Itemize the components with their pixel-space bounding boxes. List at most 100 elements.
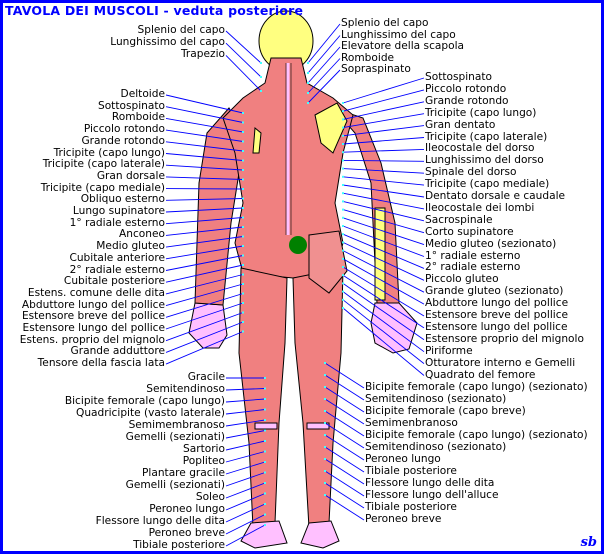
label-left-upper: Lunghissimo del capo: [110, 36, 225, 49]
leader-dot: [342, 282, 344, 285]
left-foot: [240, 520, 288, 549]
leader-dot: [260, 76, 262, 78]
leader-dot: [342, 200, 344, 203]
label-right-middle: Grande gluteo (sezionato): [425, 285, 564, 298]
leader-line: [342, 258, 425, 305]
leader-dot: [242, 283, 244, 285]
leader-dot: [342, 233, 344, 236]
leader-line: [165, 153, 244, 161]
leader-dot: [264, 503, 266, 505]
signature: sb: [580, 535, 597, 550]
label-left-lower: Bicipite femorale (capo lungo): [64, 395, 225, 407]
label-right-middle: Estensore lungo del pollice: [425, 320, 568, 333]
leader-dot: [342, 184, 344, 186]
leader-dot: [264, 471, 266, 474]
leader-line: [165, 164, 244, 171]
label-left-middle: Estens. comune delle dita: [27, 286, 165, 299]
leader-dot: [342, 290, 344, 293]
right-gluteus-cut: [308, 230, 348, 294]
label-right-lower: Flessore lungo delle dita: [365, 477, 495, 489]
label-left-lower: Plantare gracile: [142, 467, 225, 479]
leader-line: [342, 184, 425, 198]
label-left-middle: 2° radiale esterno: [69, 263, 165, 276]
leader-dot: [342, 274, 344, 277]
leader-dot: [342, 134, 344, 137]
label-left-middle: Tricipite (capo mediale): [40, 181, 165, 194]
leader-dot: [242, 273, 244, 276]
leader-line: [342, 176, 425, 186]
leader-line: [225, 524, 266, 547]
leader-line: [324, 374, 365, 401]
leader-dot: [324, 434, 326, 436]
label-left-middle: Grande rotondo: [81, 134, 165, 147]
leader-dot: [242, 302, 244, 304]
leader-line: [165, 106, 244, 123]
label-left-middle: Tricipite (capo lungo): [53, 146, 165, 159]
label-right-lower: Semitendinoso (sezionato): [365, 393, 507, 405]
leader-line: [165, 331, 244, 365]
label-right-middle: 2° radiale esterno: [425, 261, 521, 274]
label-right-middle: Otturatore interno e Gemelli: [425, 356, 576, 369]
leader-line: [324, 458, 365, 485]
leader-line: [225, 451, 266, 463]
label-left-lower: Semimembranoso: [128, 419, 225, 431]
leader-dot: [242, 292, 244, 295]
label-right-middle: Estensore proprio del mignolo: [425, 332, 584, 345]
label-left-middle: 1° radiale esterno: [69, 216, 165, 229]
leader-dot: [342, 241, 344, 244]
leader-line: [225, 55, 262, 92]
leader-line: [225, 430, 266, 439]
label-left-middle: Romboide: [111, 111, 165, 124]
leader-dot: [242, 140, 244, 143]
leader-line: [342, 217, 425, 246]
label-left-lower: Gracile: [187, 371, 225, 383]
label-left-middle: Sottospinato: [97, 99, 165, 112]
leader-dot: [342, 208, 344, 211]
leader-dot: [260, 62, 262, 64]
leader-line: [342, 225, 425, 257]
right-forearm-bone: [374, 207, 386, 301]
right-hand: [370, 302, 418, 354]
leader-line: [307, 46, 341, 84]
leader-line: [165, 207, 244, 213]
leader-line: [324, 482, 365, 509]
leader-line: [342, 241, 425, 281]
label-right-lower: Tibiale posteriore: [365, 501, 457, 513]
leader-line: [165, 255, 244, 271]
label-left-lower: Gemelli (sezionati): [125, 431, 225, 443]
label-right-upper: Lunghissimo del capo: [341, 28, 456, 41]
leader-dot: [324, 422, 326, 424]
leader-line: [324, 410, 365, 437]
leader-dot: [242, 131, 244, 133]
leader-dot: [324, 386, 326, 388]
label-right-middle: Estensore breve del pollice: [425, 309, 569, 321]
leader-dot: [264, 398, 266, 400]
leader-dot: [324, 374, 326, 376]
label-left-middle: Estens. proprio del mignolo: [19, 333, 165, 346]
label-right-upper: Elevatore della scapola: [341, 40, 465, 52]
leader-dot: [242, 159, 244, 162]
leader-line: [225, 42, 262, 78]
leader-dot: [242, 169, 244, 171]
leader-dot: [264, 524, 266, 526]
leader-dot: [342, 298, 344, 301]
leader-dot: [324, 362, 326, 364]
label-right-lower: Semitendinoso (sezionato): [365, 441, 507, 453]
label-right-upper: Sopraspinato: [341, 63, 411, 75]
leader-dot: [264, 419, 266, 421]
leader-dot: [264, 513, 266, 516]
leader-line: [342, 168, 425, 174]
leader-line: [342, 250, 425, 293]
leader-dot: [324, 410, 326, 412]
label-right-middle: Tricipite (capo mediale): [425, 178, 550, 191]
label-right-middle: Spinale del dorso: [425, 166, 517, 179]
leader-line: [225, 461, 266, 475]
label-right-middle: 1° radiale esterno: [425, 249, 521, 262]
label-right-middle: Lunghissimo del dorso: [425, 154, 544, 167]
leader-line: [225, 493, 266, 511]
label-left-middle: Abduttore lungo del pollice: [21, 298, 165, 311]
leader-line: [165, 236, 244, 248]
leader-line: [342, 200, 425, 222]
leader-dot: [324, 398, 326, 400]
label-right-middle: Dentato dorsale e caudale: [425, 190, 566, 202]
